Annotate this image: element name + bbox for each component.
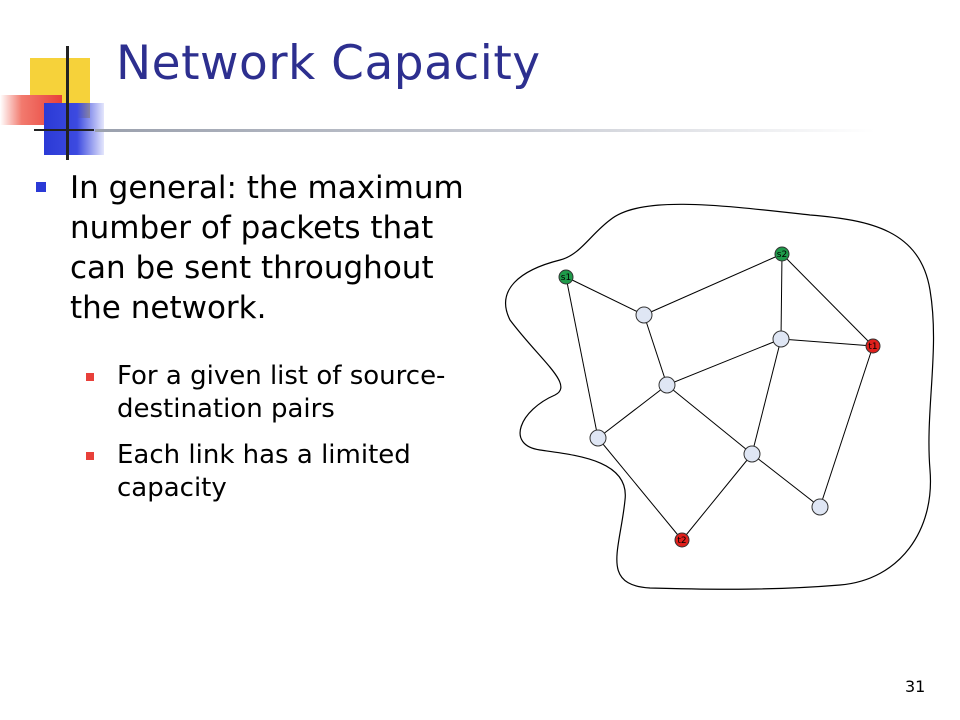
edge-s1-n4 xyxy=(565,276,599,439)
node-s1 xyxy=(558,269,574,285)
node-n5 xyxy=(743,445,761,463)
node-s2 xyxy=(774,246,790,262)
edge-s2-n2 xyxy=(780,253,783,340)
slide-title: Network Capacity xyxy=(116,36,541,91)
sub-bullet-square-icon xyxy=(86,373,94,381)
node-n1 xyxy=(635,306,653,324)
sub-bullet-item: Each link has a limited capacity xyxy=(32,439,492,505)
node-n4 xyxy=(589,429,607,447)
edge-n2-n5 xyxy=(751,338,782,455)
edge-t1-n6 xyxy=(819,345,874,508)
sub-bullet-text: Each link has a limited capacity xyxy=(117,440,411,503)
edge-n4-t2 xyxy=(597,437,683,541)
title-underline xyxy=(95,129,875,132)
edge-n2-n3 xyxy=(666,338,782,386)
edge-s1-n1 xyxy=(565,276,645,316)
logo-horizontal-line xyxy=(34,129,94,131)
edge-n1-n3 xyxy=(643,314,668,386)
edge-n1-s2 xyxy=(643,253,783,316)
bullet-text: In general: the maximum number of packet… xyxy=(70,170,464,326)
edge-s2-t1 xyxy=(781,253,874,347)
network-boundary xyxy=(505,203,935,590)
edge-group xyxy=(565,253,874,541)
node-group: s1 s2 t1 t2 xyxy=(558,246,881,548)
network-diagram: s1 s2 t1 t2 xyxy=(505,203,935,590)
edge-n3-n5 xyxy=(666,384,753,455)
edge-n5-t2 xyxy=(681,453,753,541)
logo-vertical-line xyxy=(66,46,69,160)
sub-bullet-square-icon xyxy=(86,452,94,460)
bullet-list: In general: the maximum number of packet… xyxy=(32,168,492,518)
node-label-t1: t1 xyxy=(868,342,877,352)
node-n2 xyxy=(772,330,790,348)
slide-number: 31 xyxy=(905,677,926,696)
node-label-s1: s1 xyxy=(561,273,571,283)
node-label-s2: s2 xyxy=(777,250,787,260)
edge-n2-t1 xyxy=(780,338,874,347)
edge-n5-n6 xyxy=(751,453,821,508)
bullet-square-icon xyxy=(36,182,46,192)
bullet-item: In general: the maximum number of packet… xyxy=(32,168,492,328)
node-label-t2: t2 xyxy=(677,536,686,546)
node-t1 xyxy=(865,338,881,354)
sub-bullet-text: For a given list of source-destination p… xyxy=(117,361,446,424)
edge-n3-n4 xyxy=(597,384,668,439)
node-n6 xyxy=(811,498,829,516)
sub-bullet-list: For a given list of source-destination p… xyxy=(32,360,492,505)
node-n3 xyxy=(658,376,676,394)
node-t2 xyxy=(674,532,690,548)
sub-bullet-item: For a given list of source-destination p… xyxy=(32,360,492,426)
